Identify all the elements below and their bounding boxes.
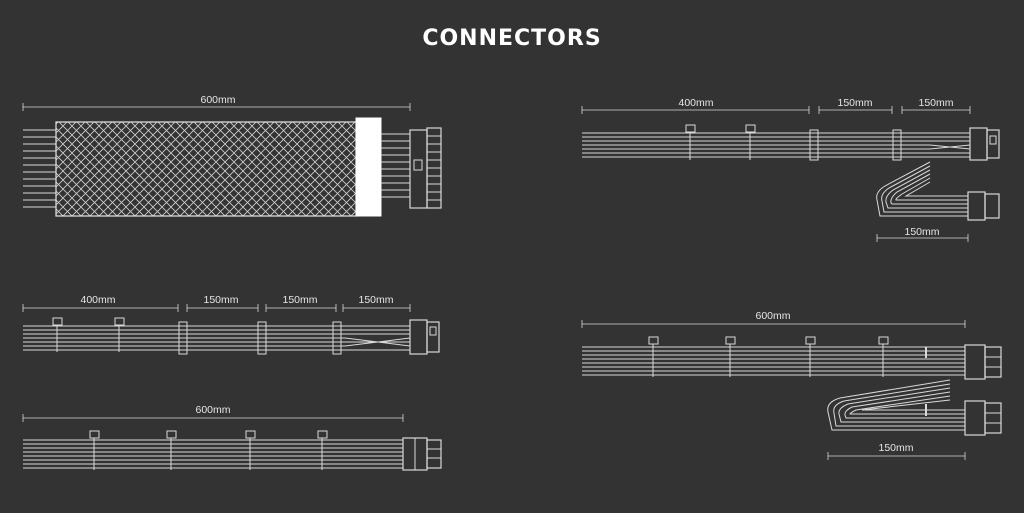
pcie-dual-length-label: 600mm — [755, 310, 790, 322]
eps-length-2-label: 150mm — [837, 97, 872, 109]
pcie-dual-cable — [581, 320, 1002, 460]
eps-split-cable — [581, 106, 1000, 242]
atx-24pin-cable — [22, 103, 442, 217]
page-title: CONNECTORS — [422, 26, 602, 51]
chain-length-3-label: 150mm — [282, 294, 317, 306]
pcie-single-length-label: 600mm — [195, 404, 230, 416]
atx-length-label: 600mm — [200, 94, 235, 106]
chain-length-1-label: 400mm — [80, 294, 115, 306]
chain-length-4-label: 150mm — [358, 294, 393, 306]
eps-length-3-label: 150mm — [918, 97, 953, 109]
peripheral-chain-cable — [22, 304, 440, 355]
chain-length-2-label: 150mm — [203, 294, 238, 306]
pcie-single-cable — [22, 414, 442, 471]
pcie-dual-tail-label: 150mm — [878, 442, 913, 454]
eps-length-1-label: 400mm — [678, 97, 713, 109]
eps-length-4-label: 150mm — [904, 226, 939, 238]
